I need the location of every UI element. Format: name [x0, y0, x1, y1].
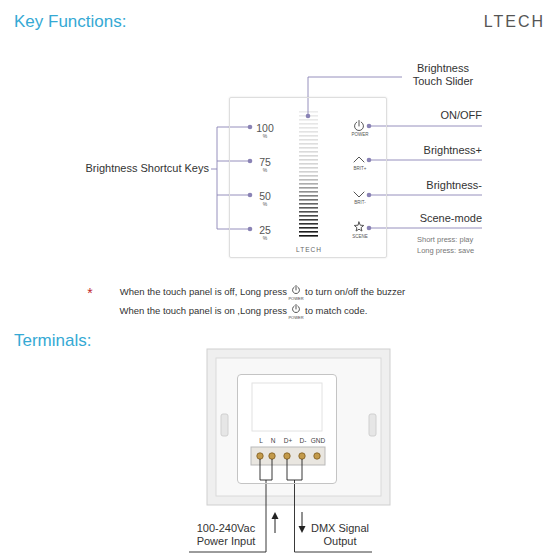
leader-line	[217, 161, 250, 162]
terminal-module: LN D+ D- GND	[237, 374, 337, 484]
pin-name: D-	[300, 437, 307, 445]
note-marker: *	[87, 285, 92, 302]
leader-dot	[367, 124, 372, 129]
callout-label: Scene-mode	[420, 212, 482, 225]
key-caption: BRIT+	[354, 166, 367, 171]
leader-dot	[248, 193, 253, 198]
leader-dot	[367, 226, 372, 231]
section-heading: Key Functions:	[14, 12, 126, 32]
leader-dot	[367, 158, 372, 163]
terminal-strip	[269, 453, 275, 459]
leader-dot	[367, 193, 372, 198]
back-panel	[216, 358, 381, 496]
icon-caption: POWER	[288, 316, 303, 321]
power-icon	[296, 286, 297, 291]
direction-arrow	[299, 526, 306, 533]
terminal-label: 100-240Vac Power Input	[189, 522, 263, 548]
leader-line	[211, 77, 482, 229]
terminal-strip	[284, 453, 290, 459]
terminal-strip	[257, 453, 263, 459]
section-heading: Terminals:	[14, 331, 91, 351]
panel-face	[229, 97, 387, 258]
leader-line	[369, 228, 482, 229]
terminal-strip	[299, 453, 305, 459]
pin-name: D+	[284, 437, 293, 445]
direction-arrow	[302, 512, 303, 528]
brightness-key: 100	[256, 122, 274, 135]
leader-line	[369, 126, 482, 127]
wire	[260, 459, 272, 480]
leader-line	[369, 160, 482, 161]
brightness-key: 25	[259, 224, 271, 237]
icon-caption: POWER	[288, 297, 303, 302]
note-text: to turn on/off the buzzer	[305, 286, 405, 297]
key-icon	[354, 192, 364, 197]
touch-panel-front: 100%75%50%25%POWERBRIT+BRIT-SCENELTECH	[229, 97, 387, 258]
pin-name: L	[259, 437, 263, 445]
note-text: to match code.	[305, 305, 367, 316]
leader-dot	[248, 125, 253, 130]
callout-note: Long press: save	[417, 246, 474, 255]
power-icon	[296, 305, 297, 310]
direction-arrow	[272, 512, 306, 533]
callout-label: ON/OFF	[440, 109, 482, 122]
key-icon	[354, 157, 364, 162]
wire	[287, 459, 302, 480]
terminal-strip	[251, 447, 325, 465]
callout-label: Brightness+	[424, 144, 482, 157]
terminal-strip	[314, 453, 320, 459]
direction-arrow	[272, 512, 279, 519]
callout-label: Brightness Shortcut Keys	[85, 162, 209, 175]
percent-sign: %	[263, 133, 267, 139]
note-text: When the touch panel is off, Long press	[120, 286, 287, 297]
pin-name: GND	[311, 437, 325, 445]
touch-slider	[299, 111, 318, 237]
terminal-strip	[251, 447, 325, 465]
panel-logo: LTECH	[296, 246, 322, 254]
callout-label: Brightness-	[426, 179, 482, 192]
leader-line	[211, 169, 217, 170]
brightness-key: 50	[259, 190, 271, 203]
back-panel	[221, 414, 228, 436]
back-panel	[252, 383, 322, 431]
leader-line	[217, 127, 250, 229]
back-panel	[237, 374, 337, 484]
direction-arrow	[275, 517, 276, 533]
note-text: When the touch panel is on ,Long press	[120, 305, 287, 316]
back-panel	[369, 414, 376, 436]
key-icon	[359, 121, 360, 127]
callout-label: Brightness Touch Slider	[404, 62, 482, 88]
brand-logo: LTECH	[484, 12, 545, 31]
leader-dot	[248, 227, 253, 232]
terminal-label: DMX Signal Output	[304, 522, 376, 548]
key-caption: BRIT-	[354, 200, 366, 205]
key-icon	[354, 222, 364, 231]
percent-sign: %	[263, 167, 267, 173]
leader-dot	[248, 159, 253, 164]
leader-dot	[248, 114, 372, 232]
back-panel	[207, 349, 390, 505]
back-panel	[207, 349, 390, 505]
callout-note: Short press: play	[417, 235, 473, 244]
leader-line	[369, 195, 482, 196]
leader-dot	[306, 114, 311, 119]
touch-slider	[299, 111, 318, 237]
key-caption: SCENE	[352, 234, 368, 239]
pin-name: N	[271, 437, 276, 445]
leader-line	[217, 195, 250, 196]
wire	[189, 480, 266, 552]
key-caption: POWER	[351, 132, 368, 137]
brightness-key: 75	[259, 156, 271, 169]
percent-sign: %	[263, 235, 267, 241]
percent-sign: %	[263, 201, 267, 207]
panel-face	[229, 97, 387, 258]
